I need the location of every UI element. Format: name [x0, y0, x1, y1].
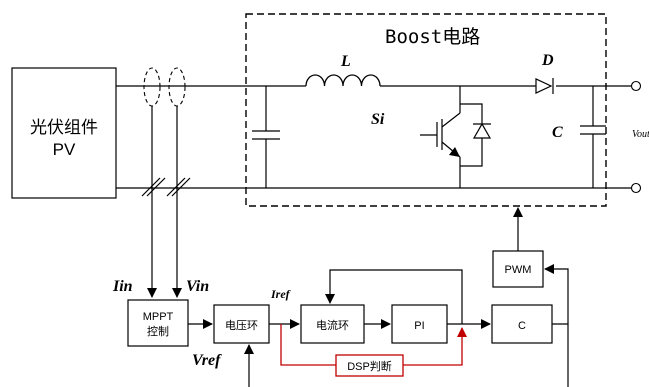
c-block: [491, 304, 553, 344]
dsp-path: [280, 324, 467, 366]
control-flow-lines: [188, 207, 569, 387]
pv-label-cn: 光伏组件: [30, 118, 98, 137]
c-label: C: [518, 320, 526, 332]
output-terminal-bottom-icon: [630, 182, 642, 194]
diode-label: D: [541, 52, 554, 69]
igbt-emitter-arrow-icon: [449, 147, 460, 157]
freewheel-diode-icon: [472, 122, 492, 139]
current-in-label: Iin: [112, 278, 133, 295]
boost-title: Boost电路: [385, 26, 480, 48]
output-capacitor-icon: [580, 86, 606, 188]
diode-icon: [535, 78, 554, 94]
pi-block: [391, 304, 448, 344]
mppt-label: MPPT: [143, 311, 174, 323]
mppt-label-cn: 控制: [147, 324, 169, 338]
mppt-block: [127, 299, 189, 347]
current-loop-block: [300, 304, 365, 344]
pv-label-en: PV: [53, 140, 76, 159]
power-rails: [116, 85, 631, 189]
current-loop-label: 电流环: [316, 318, 349, 332]
current-sensor-icon: [143, 67, 186, 107]
output-voltage-label: Vout: [632, 129, 649, 140]
sensor-lines: [141, 106, 191, 298]
inductor-icon: [305, 74, 381, 87]
pv-module-box: [11, 67, 117, 199]
inductor-label: L: [340, 53, 351, 70]
switch-label: Si: [371, 111, 385, 128]
input-capacitor-icon: [252, 86, 280, 188]
capacitor-label: C: [552, 124, 563, 141]
dsp-block: [335, 354, 404, 377]
current-ref-label: Iref: [270, 287, 291, 301]
voltage-loop-label: 电压环: [225, 319, 258, 332]
dsp-label: DSP判断: [347, 359, 392, 373]
pwm-label: PWM: [505, 264, 532, 276]
voltage-ref-label: Vref: [192, 352, 222, 369]
output-terminal-top-icon: [630, 80, 642, 92]
pi-label: PI: [414, 320, 424, 332]
voltage-in-label: Vin: [186, 278, 209, 295]
boost-frame: [245, 13, 607, 207]
